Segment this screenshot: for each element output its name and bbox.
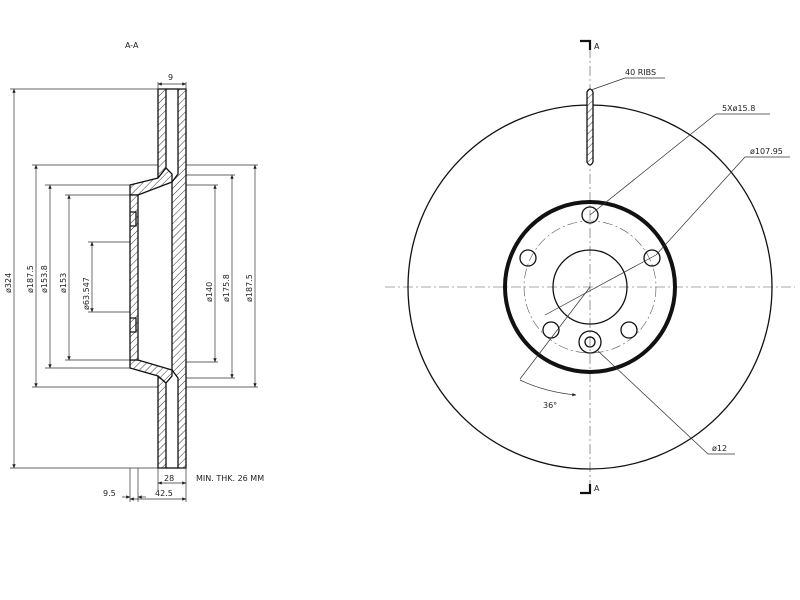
dim-width-28: 28 — [164, 474, 174, 483]
dim-diameter-153-8: ø153.8 — [40, 265, 49, 293]
section-title: A-A — [125, 41, 139, 50]
bolt-hole — [581, 206, 599, 224]
pcd-leader-inner — [544, 254, 657, 316]
section-view: A-A — [4, 41, 264, 502]
bolt-hole — [620, 321, 638, 339]
hole-12-note: ø12 — [712, 444, 727, 453]
bolt-hole — [643, 249, 661, 267]
front-view: A A 40 RIBS 5Xø15.8 ø107.95 — [385, 39, 795, 495]
dim-diameter-140: ø140 — [205, 282, 214, 302]
dim-width-9-5: 9.5 — [103, 489, 116, 498]
bolt-holes-leader — [589, 113, 770, 216]
dim-diameter-153: ø153 — [59, 273, 68, 293]
dim-diameter-187-5-right: ø187.5 — [245, 274, 254, 302]
dim-diameter-187-5-left: ø187.5 — [26, 265, 35, 293]
hole-12-leader — [596, 349, 735, 455]
locating-hole-outer — [578, 330, 602, 354]
section-letter-bottom: A — [594, 484, 600, 493]
dim-width-42-5: 42.5 — [155, 489, 173, 498]
angle-note: 36° — [543, 401, 557, 410]
angle-ref-line — [519, 286, 591, 380]
bolt-hole — [519, 249, 537, 267]
dim-diameter-324: ø324 — [4, 273, 13, 293]
rib-slot — [586, 88, 594, 166]
pcd-note: ø107.95 — [750, 147, 783, 156]
dim-diameter-175-8: ø175.8 — [222, 274, 231, 302]
hub-outline — [503, 200, 677, 374]
disc-cross-section — [129, 88, 187, 469]
bolt-hole — [542, 321, 560, 339]
dim-diameter-63-547: ø63.547 — [82, 277, 91, 310]
ribs-leader — [590, 77, 665, 91]
section-marker-bottom — [580, 484, 592, 495]
ribs-note: 40 RIBS — [625, 68, 656, 77]
bolt-holes-note: 5Xø15.8 — [722, 104, 755, 113]
locating-hole-inner — [584, 336, 596, 348]
angle-arc — [519, 379, 577, 397]
section-letter-top: A — [594, 42, 600, 51]
section-marker-top — [580, 39, 592, 50]
pcd-leader — [655, 156, 790, 256]
center-bore — [552, 249, 628, 325]
min-thickness-note: MIN. THK. 26 MM — [196, 474, 264, 483]
dim-width-9: 9 — [168, 73, 173, 82]
vertical-dimension-lines — [12, 88, 257, 469]
